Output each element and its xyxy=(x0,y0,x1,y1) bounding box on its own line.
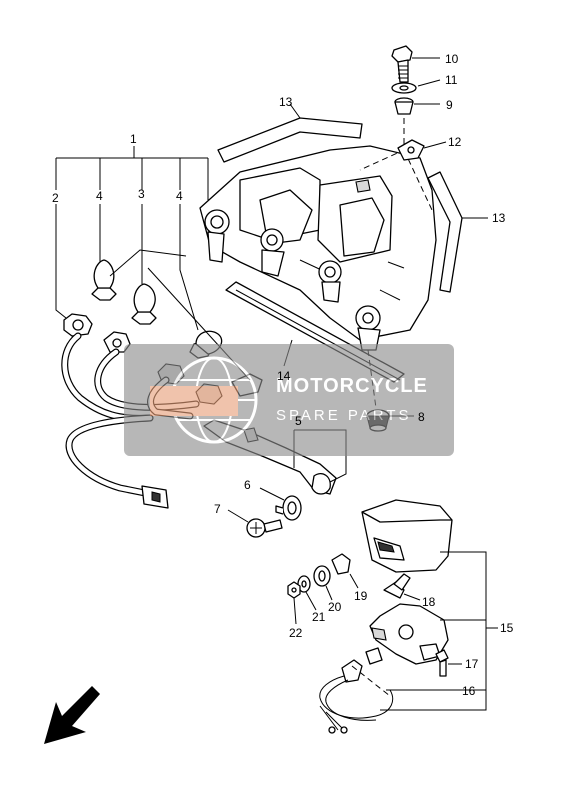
callout-10: 10 xyxy=(445,52,459,66)
callout-11: 11 xyxy=(445,73,458,87)
callout-15: 15 xyxy=(500,621,514,635)
grommet-9 xyxy=(394,97,414,115)
watermark-badge xyxy=(150,386,238,416)
callout-13-top: 13 xyxy=(279,95,293,109)
screw-18 xyxy=(383,573,411,599)
housing-socket-right xyxy=(318,260,342,303)
callout-17: 17 xyxy=(465,657,479,671)
housing-socket-left xyxy=(204,209,230,263)
watermark: MOTORCYCLE SPARE PARTS xyxy=(124,344,454,456)
headlight-housing xyxy=(199,145,437,341)
license-light-body xyxy=(369,603,449,665)
seal-strip-right xyxy=(427,171,463,293)
socket-cover-19 xyxy=(331,553,351,575)
callout-16: 16 xyxy=(462,684,476,698)
nut-22 xyxy=(287,581,301,599)
callout-1: 1 xyxy=(130,132,137,146)
callout-21: 21 xyxy=(312,610,326,624)
callout-7: 7 xyxy=(214,502,221,516)
watermark-panel xyxy=(124,344,454,456)
callout-9: 9 xyxy=(446,98,453,112)
license-light-lens xyxy=(361,499,453,573)
grommet-20 xyxy=(313,565,331,587)
callout-13-right: 13 xyxy=(492,211,506,225)
callout-19: 19 xyxy=(354,589,368,603)
callout-14: 14 xyxy=(277,369,291,383)
harness-connector xyxy=(141,485,169,509)
callout-8: 8 xyxy=(418,410,425,424)
bolt-10 xyxy=(391,45,413,83)
watermark-subtitle: SPARE PARTS xyxy=(276,407,412,424)
callout-22: 22 xyxy=(289,626,303,640)
callout-5: 5 xyxy=(295,414,302,428)
callout-12: 12 xyxy=(448,135,462,149)
callout-18: 18 xyxy=(422,595,436,609)
screw-7 xyxy=(246,518,283,538)
washer-11 xyxy=(391,82,417,94)
arrow-down-left-icon xyxy=(44,686,100,744)
grommet-6 xyxy=(275,495,302,521)
callout-20: 20 xyxy=(328,600,342,614)
housing-socket-center xyxy=(260,228,285,277)
callout-3: 3 xyxy=(138,187,145,201)
bulb-3 xyxy=(131,283,157,325)
callout-4-right: 4 xyxy=(176,189,183,203)
callout-4-left: 4 xyxy=(96,189,103,203)
socket-2 xyxy=(63,313,93,337)
socket-cord-16 xyxy=(319,647,394,734)
bulb-4-left xyxy=(91,259,117,301)
screw-17 xyxy=(435,649,449,677)
callout-6: 6 xyxy=(244,478,251,492)
callout-2: 2 xyxy=(52,191,59,205)
nut-clip-12 xyxy=(397,139,425,161)
watermark-title: MOTORCYCLE xyxy=(276,375,428,397)
